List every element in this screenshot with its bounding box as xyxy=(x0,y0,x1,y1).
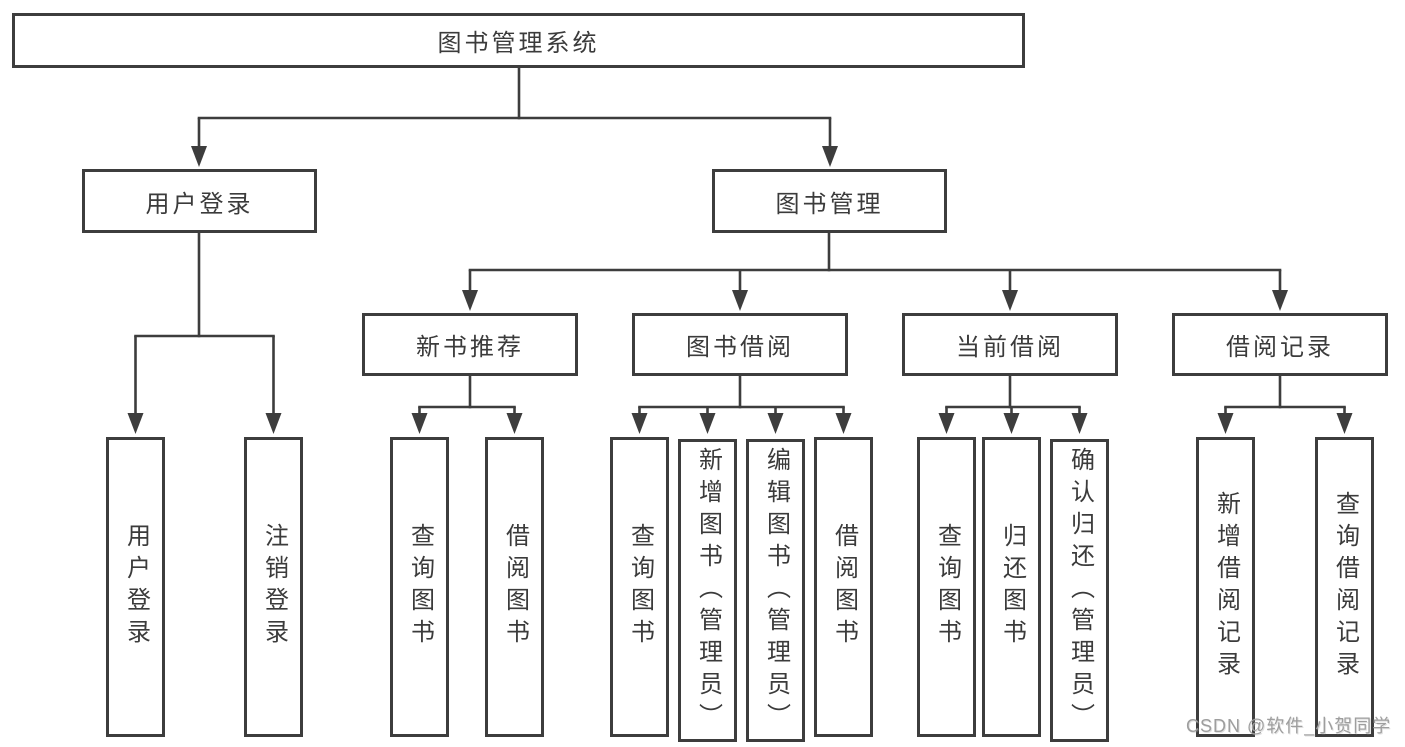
leaf-query-books-recommend: 查询图书 xyxy=(390,437,449,737)
leaf-add-book-admin: 新增图书（管理员） xyxy=(678,439,737,742)
node-label: 图书管理系统 xyxy=(437,30,600,57)
leaf-label: 编辑图书（管理员） xyxy=(762,446,790,735)
node-book-management: 图书管理 xyxy=(712,169,947,233)
node-label: 新书推荐 xyxy=(416,334,524,361)
csdn-watermark: CSDN @软件_小贺同学 xyxy=(1186,716,1392,736)
leaf-label: 确认归还（管理员） xyxy=(1066,446,1094,735)
leaf-label: 新增借阅记录 xyxy=(1212,491,1240,683)
leaf-label: 查询借阅记录 xyxy=(1331,491,1359,683)
leaf-borrow-books: 借阅图书 xyxy=(814,437,873,737)
node-library-system: 图书管理系统 xyxy=(12,13,1025,68)
node-new-book-recommend: 新书推荐 xyxy=(362,313,578,376)
leaf-edit-book-admin: 编辑图书（管理员） xyxy=(746,439,805,742)
leaf-query-books-borrow: 查询图书 xyxy=(610,437,669,737)
leaf-return-book: 归还图书 xyxy=(982,437,1041,737)
leaf-query-borrow-record: 查询借阅记录 xyxy=(1315,437,1374,737)
leaf-add-borrow-record: 新增借阅记录 xyxy=(1196,437,1255,737)
leaf-user-login: 用户登录 xyxy=(106,437,165,737)
leaf-logout: 注销登录 xyxy=(244,437,303,737)
leaf-borrow-books-recommend: 借阅图书 xyxy=(485,437,544,737)
leaf-label: 归还图书 xyxy=(998,523,1026,651)
leaf-confirm-return-admin: 确认归还（管理员） xyxy=(1050,439,1109,742)
leaf-label: 查询图书 xyxy=(626,523,654,651)
node-user-login: 用户登录 xyxy=(82,169,317,233)
node-book-borrow: 图书借阅 xyxy=(632,313,848,376)
leaf-label: 查询图书 xyxy=(933,523,961,651)
node-borrow-record: 借阅记录 xyxy=(1172,313,1388,376)
leaf-label: 借阅图书 xyxy=(830,523,858,651)
leaf-label: 查询图书 xyxy=(406,523,434,651)
node-current-borrow: 当前借阅 xyxy=(902,313,1118,376)
leaf-label: 借阅图书 xyxy=(501,523,529,651)
leaf-label: 用户登录 xyxy=(122,523,150,651)
node-label: 借阅记录 xyxy=(1226,334,1334,361)
node-label: 当前借阅 xyxy=(956,334,1064,361)
node-label: 图书借阅 xyxy=(686,334,794,361)
node-label: 用户登录 xyxy=(145,190,254,218)
leaf-label: 新增图书（管理员） xyxy=(694,446,722,735)
leaf-label: 注销登录 xyxy=(260,523,288,651)
node-label: 图书管理 xyxy=(775,190,884,218)
leaf-query-books-current: 查询图书 xyxy=(917,437,976,737)
